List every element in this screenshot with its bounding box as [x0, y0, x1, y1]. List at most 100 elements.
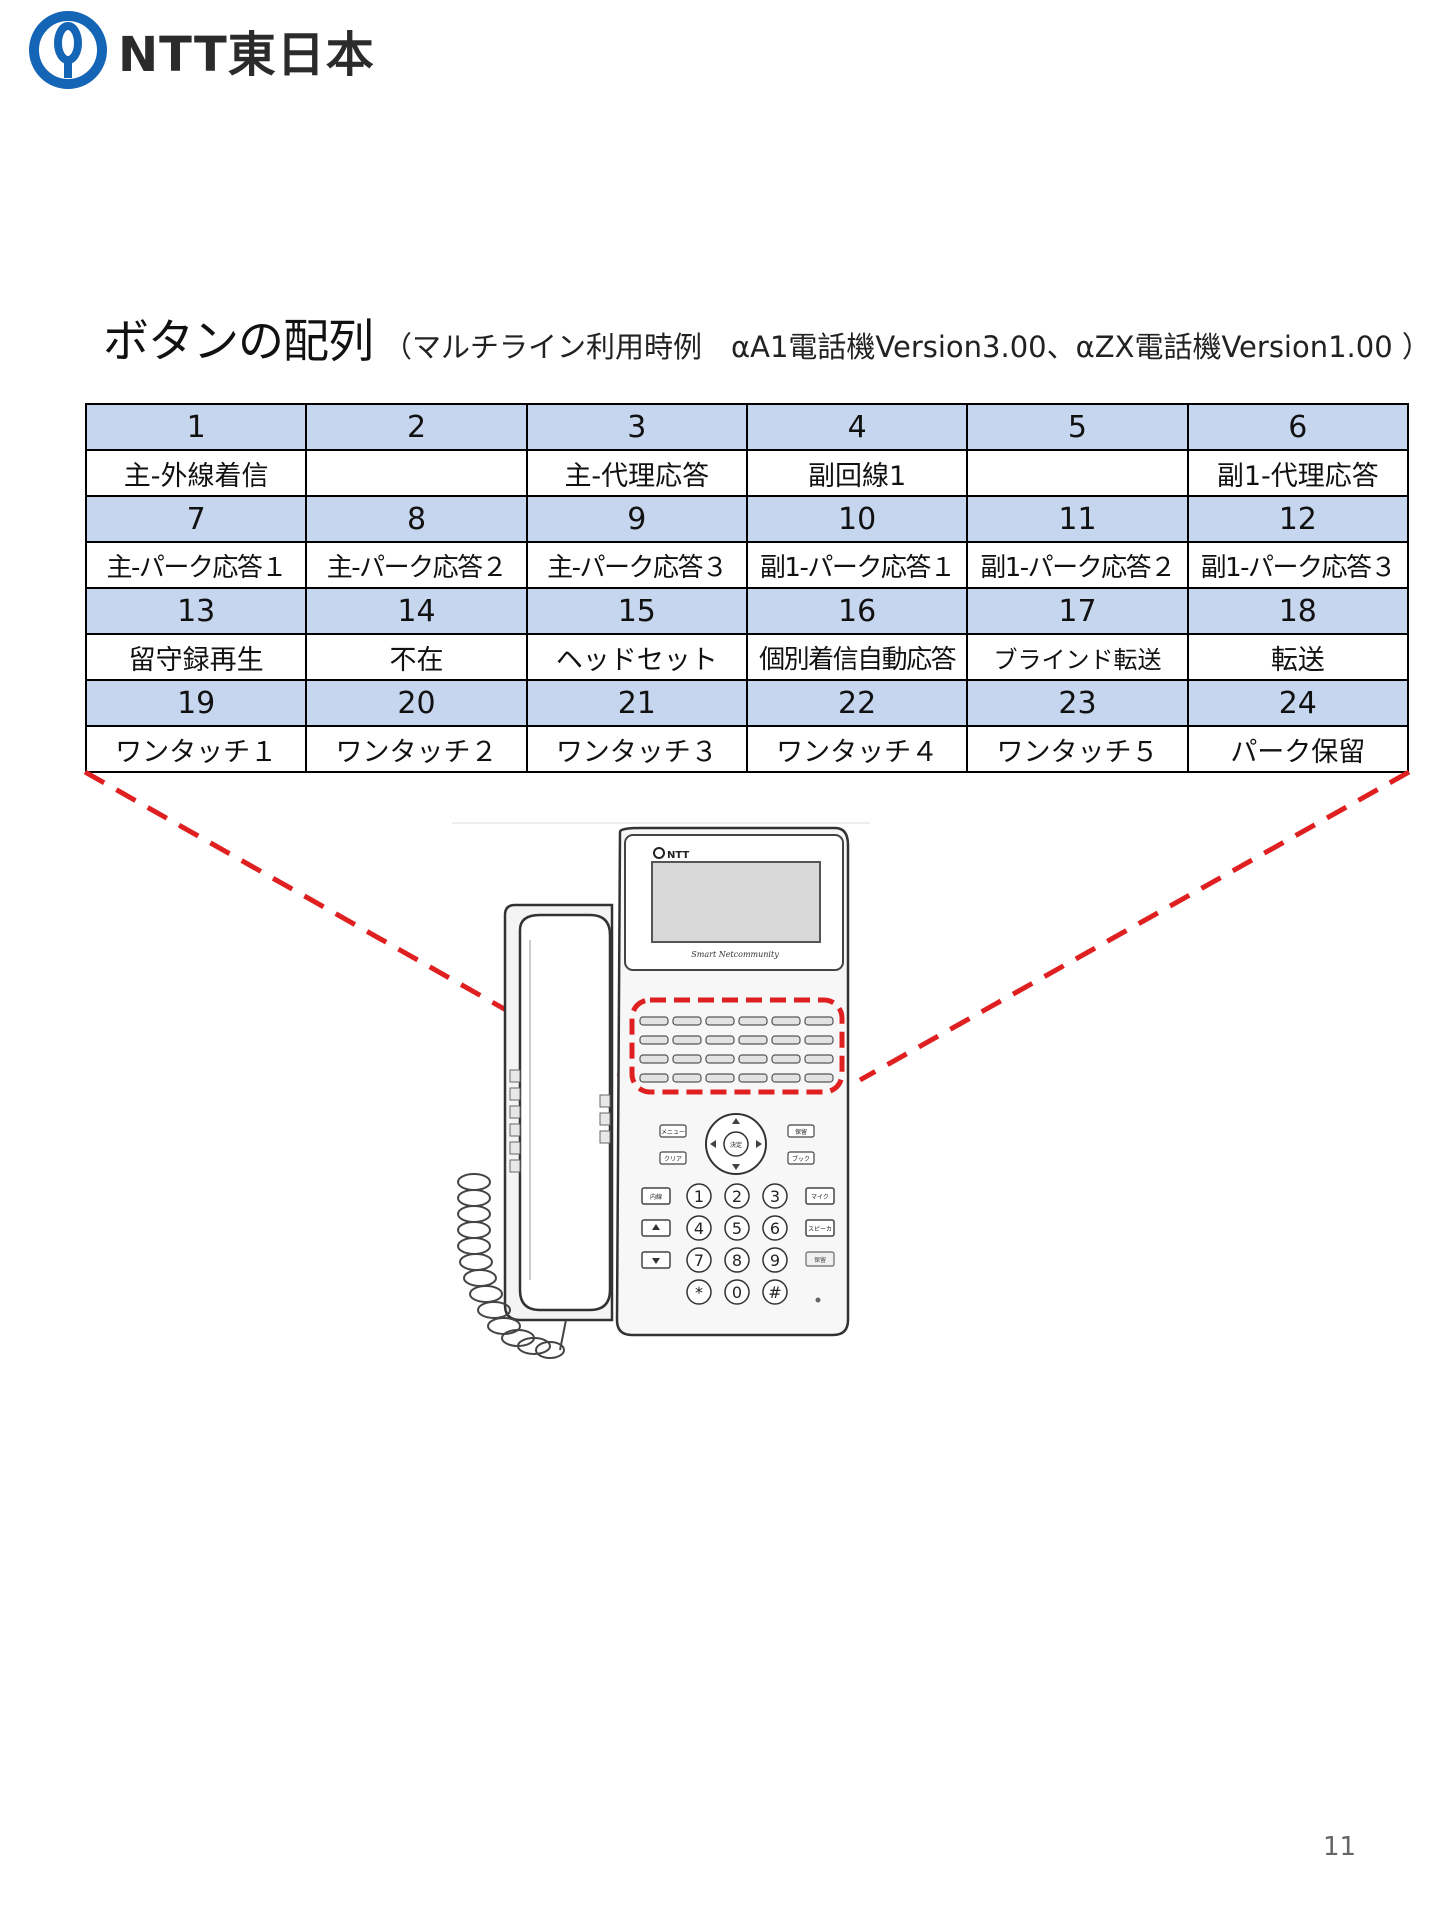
ntt-logo: NTT東日本: [28, 10, 375, 90]
button-number: 13: [84, 587, 308, 635]
mic-key-label: マイク: [811, 1194, 829, 1201]
button-label: 留守録再生: [84, 633, 308, 681]
button-number: 5: [966, 403, 1189, 451]
keypad-key: 7: [694, 1251, 704, 1270]
hold2-key: [805, 1251, 835, 1267]
button-label: 主-パーク応答３: [525, 541, 748, 589]
keypad-key: 4: [694, 1219, 704, 1238]
button-number: 4: [745, 403, 969, 451]
button-label: ワンタッチ３: [525, 725, 748, 773]
mic-key: [805, 1187, 835, 1205]
label-row: 主-パーク応答１ 主-パーク応答２ 主-パーク応答３ 副1-パーク応答１ 副1-…: [84, 541, 1410, 589]
button-label: 主-パーク応答１: [84, 541, 308, 589]
button-number: 19: [84, 679, 308, 727]
speaker-key: [805, 1219, 835, 1237]
button-number: 24: [1186, 679, 1410, 727]
button-number: 11: [966, 495, 1189, 543]
button-number: 20: [305, 679, 528, 727]
logo-text: NTT東日本: [118, 27, 375, 83]
button-number: 3: [525, 403, 748, 451]
button-label: ブラインド転送: [966, 633, 1189, 681]
book-key-label: ブック: [792, 1155, 810, 1163]
button-label: ワンタッチ２: [305, 725, 528, 773]
number-row: 7 8 9 10 11 12: [84, 495, 1410, 543]
button-label: ワンタッチ４: [745, 725, 969, 773]
keypad-key: 8: [732, 1251, 742, 1270]
coiled-cord: [457, 1173, 567, 1359]
button-number: 23: [966, 679, 1189, 727]
keypad: 1 2 3 4 5 6 7 8 9 * 0 #: [686, 1183, 788, 1305]
button-label: ワンタッチ５: [966, 725, 1189, 773]
indicator-dot: [815, 1297, 821, 1303]
button-number: 17: [966, 587, 1189, 635]
keypad-key: 2: [732, 1187, 742, 1206]
page-number: 11: [1323, 1832, 1357, 1862]
volume-up-icon: [652, 1224, 660, 1230]
keypad-key: *: [695, 1283, 703, 1302]
phone-model-text: Smart Netcommunity: [691, 950, 779, 959]
number-row: 13 14 15 16 17 18: [84, 587, 1410, 635]
button-label: 個別着信自動応答: [745, 633, 969, 681]
button-label: 不在: [305, 633, 528, 681]
button-label: 副1-パーク応答２: [966, 541, 1189, 589]
volume-down-icon: [652, 1258, 660, 1264]
button-label: 主-外線着信: [84, 449, 308, 497]
button-number: 7: [84, 495, 308, 543]
highlight-box: [629, 997, 845, 1095]
button-number: 9: [525, 495, 748, 543]
right-side-keys: マイク スピーカ 保留: [805, 1187, 835, 1303]
button-number: 16: [745, 587, 969, 635]
handset: [518, 913, 612, 1312]
book-key: [787, 1151, 815, 1165]
menu-key-label: メニュー: [661, 1129, 685, 1136]
keypad-key: 1: [694, 1187, 704, 1206]
clear-key: [659, 1151, 687, 1165]
button-label: パーク保留: [1186, 725, 1410, 773]
button-label: [305, 449, 528, 497]
ntt-small-logo-icon: [653, 847, 665, 859]
button-label: 副1-パーク応答１: [745, 541, 969, 589]
button-number: 8: [305, 495, 528, 543]
button-number: 22: [745, 679, 969, 727]
button-number: 15: [525, 587, 748, 635]
clear-key-label: クリア: [664, 1156, 682, 1163]
button-label: 副1-パーク応答３: [1186, 541, 1410, 589]
heading-sub: （マルチライン利用時例 αA1電話機Version3.00、αZX電話機Vers…: [383, 330, 1431, 364]
inner-key: [641, 1187, 671, 1205]
button-label: [966, 449, 1189, 497]
keypad-key: 3: [770, 1187, 780, 1206]
hold-key-label: 保留: [795, 1128, 807, 1136]
button-number: 18: [1186, 587, 1410, 635]
button-label: 主-パーク応答２: [305, 541, 528, 589]
inner-key-label: 内線: [650, 1193, 662, 1201]
keypad-key: 0: [732, 1283, 742, 1302]
keypad-key: #: [768, 1283, 781, 1302]
nav-area: メニュー クリア 決定 保留 ブック: [659, 1113, 815, 1175]
label-row: ワンタッチ１ ワンタッチ２ ワンタッチ３ ワンタッチ４ ワンタッチ５ パーク保留: [84, 725, 1410, 773]
button-number: 1: [84, 403, 308, 451]
button-number: 14: [305, 587, 528, 635]
heading-main: ボタンの配列: [103, 314, 374, 368]
keypad-key: 6: [770, 1219, 780, 1238]
zoom-line-right: [858, 769, 1411, 1083]
enter-key: [723, 1131, 749, 1157]
side-buttons: [509, 1069, 611, 1173]
keypad-key: 5: [732, 1219, 742, 1238]
speaker-key-label: スピーカ: [808, 1226, 832, 1233]
button-number: 12: [1186, 495, 1410, 543]
number-row: 1 2 3 4 5 6: [84, 403, 1410, 451]
left-side-keys: 内線: [641, 1187, 671, 1269]
button-number: 21: [525, 679, 748, 727]
button-label: 主-代理応答: [525, 449, 748, 497]
keypad-key: 9: [770, 1251, 780, 1270]
label-row: 留守録再生 不在 ヘッドセット 個別着信自動応答 ブラインド転送 転送: [84, 633, 1410, 681]
ntt-logo-mark-icon: [29, 11, 107, 89]
button-number: 2: [305, 403, 528, 451]
button-label: 転送: [1186, 633, 1410, 681]
button-label: ワンタッチ１: [84, 725, 308, 773]
button-number: 6: [1186, 403, 1410, 451]
number-row: 19 20 21 22 23 24: [84, 679, 1410, 727]
button-label: 副回線1: [745, 449, 969, 497]
button-label: 副1-代理応答: [1186, 449, 1410, 497]
